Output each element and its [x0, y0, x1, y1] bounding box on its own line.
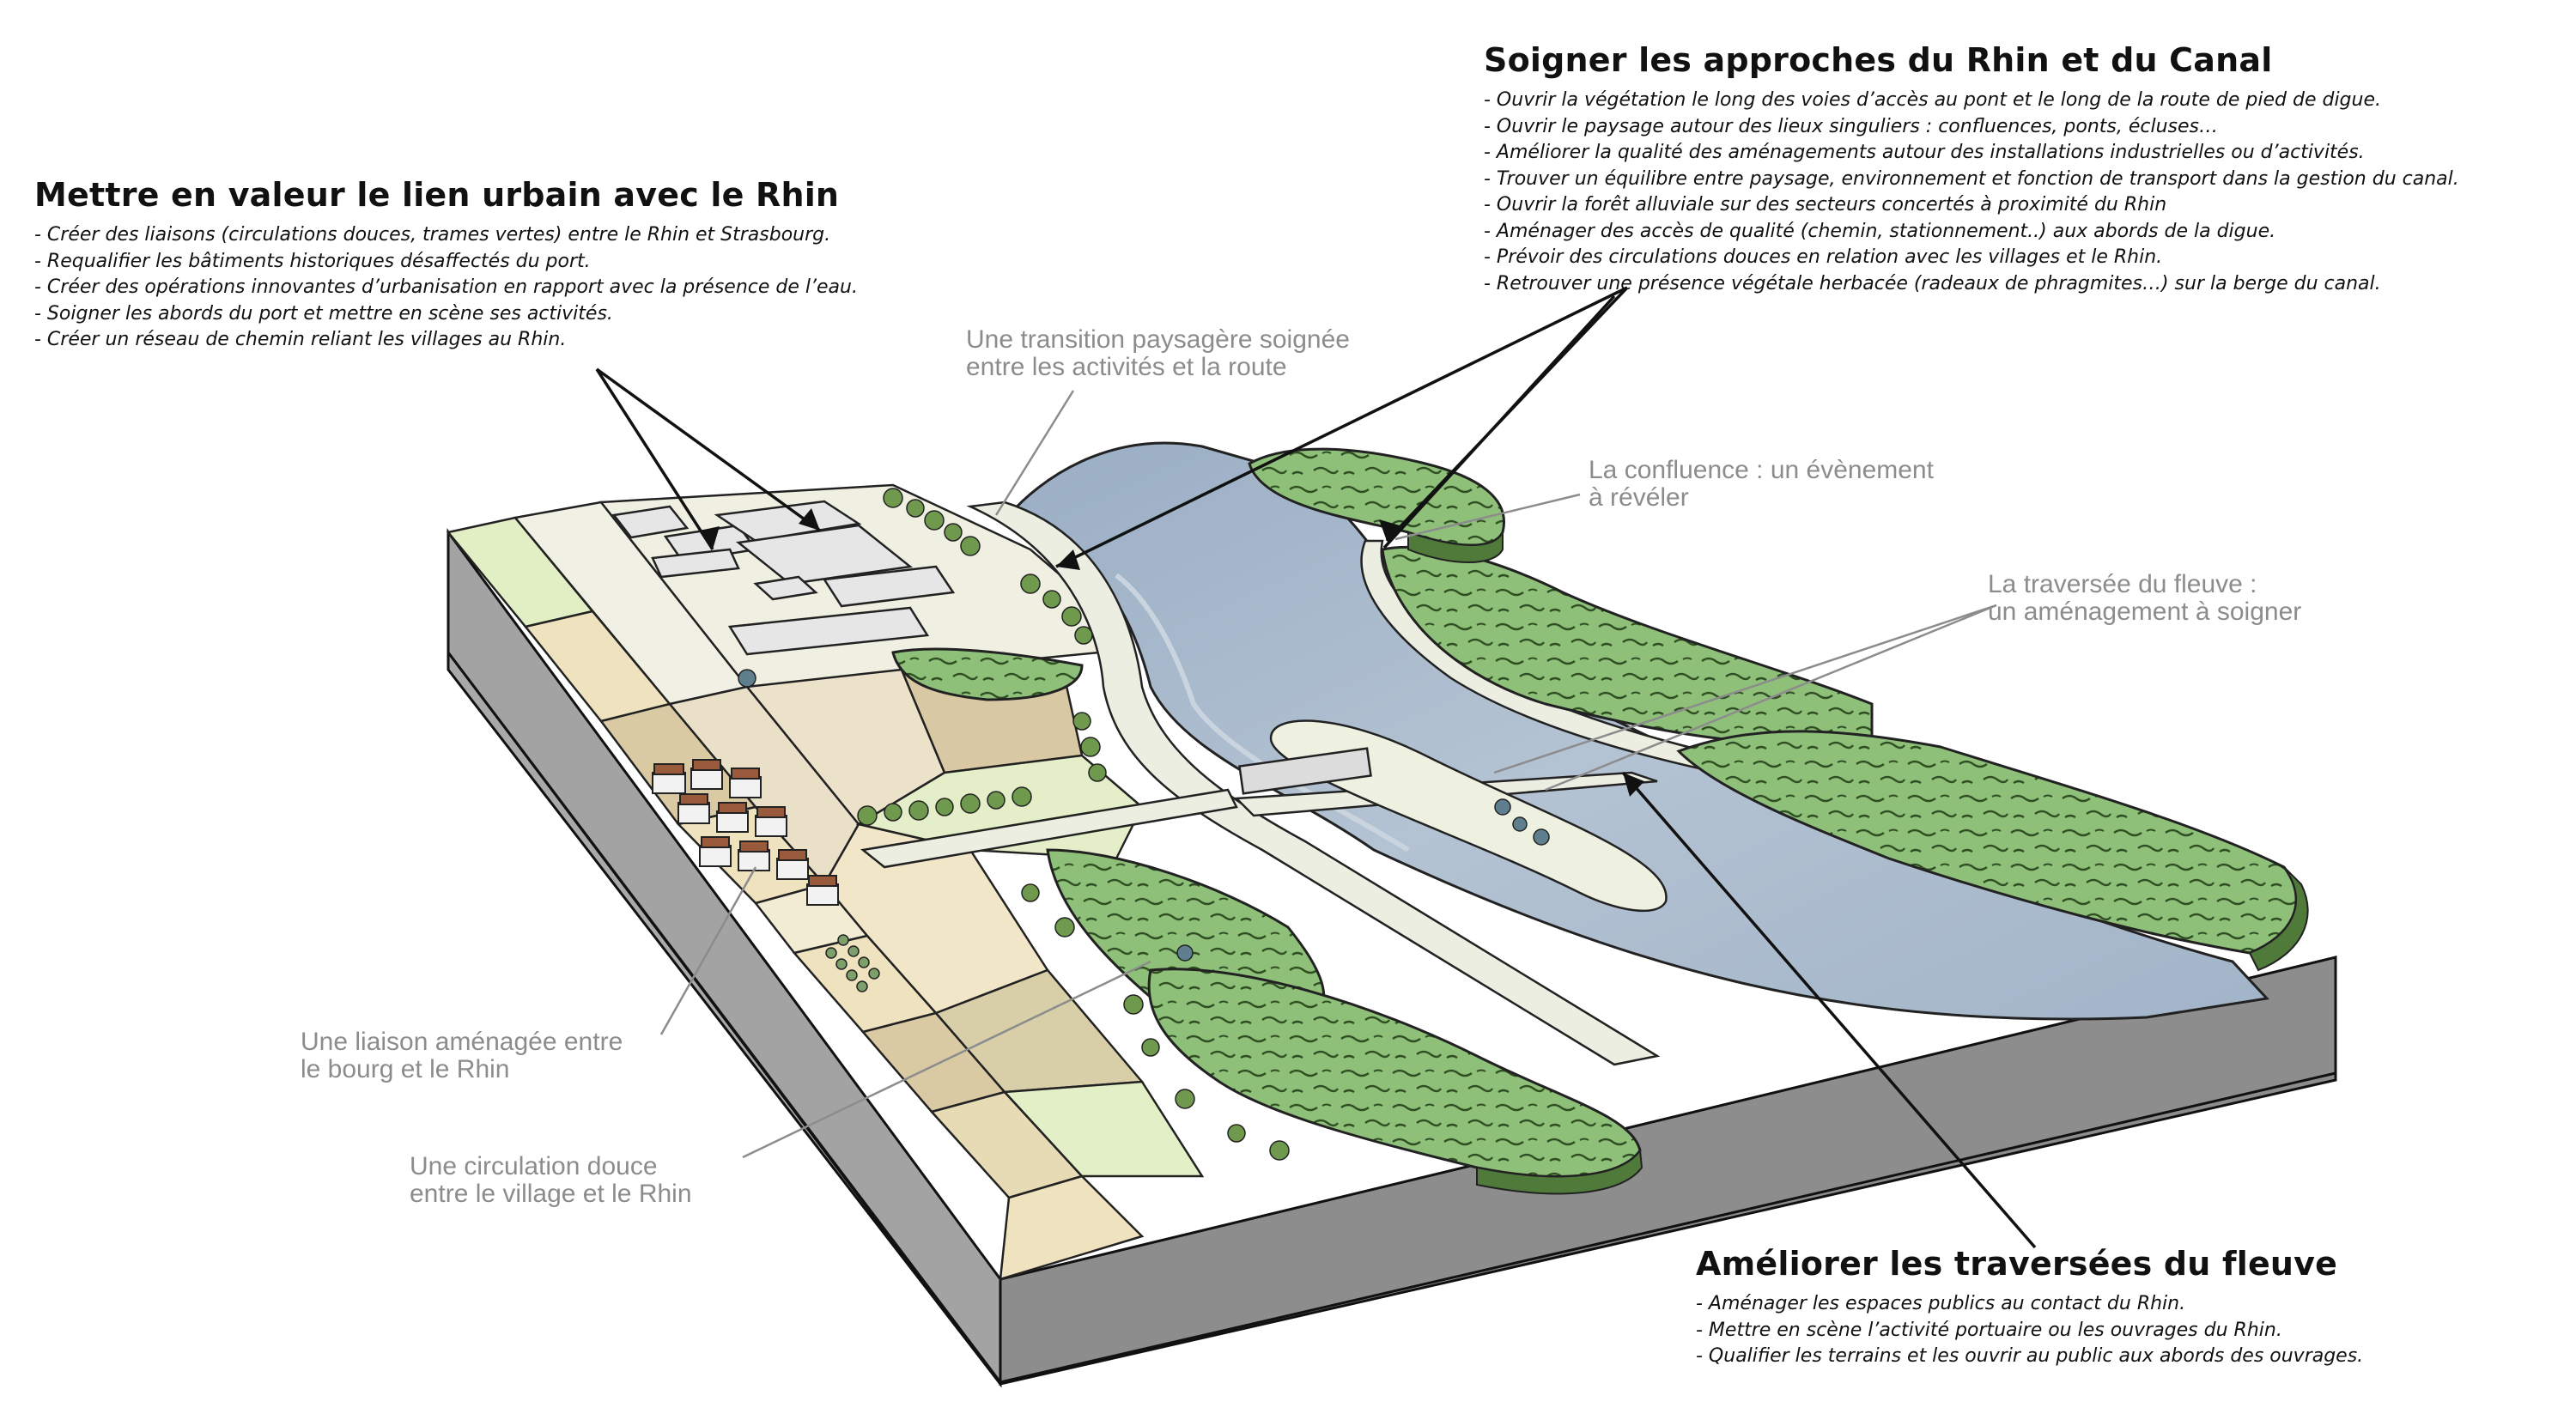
title-approches: Soigner les approches du Rhin et du Cana…	[1484, 41, 2273, 79]
note-line: un aménagement à soigner	[1988, 598, 2302, 626]
list-item: - Créer des opérations innovantes d’urba…	[34, 276, 858, 298]
leader-lines-grey	[659, 390, 1997, 1159]
list-item: - Améliorer la qualité des aménagements …	[1484, 142, 2365, 163]
forest-edges	[1407, 531, 2309, 1195]
note-line: Une transition paysagère soignée	[966, 325, 1350, 354]
orchard	[825, 934, 880, 992]
list-item: - Ouvrir la végétation le long des voies…	[1484, 89, 2381, 111]
list-lien-urbain: - Créer des liaisons (circulations douce…	[34, 222, 858, 354]
note-circulation: Une circulation douce entre le village e…	[410, 1153, 692, 1208]
note-line: à révéler	[1589, 483, 1689, 512]
list-item: - Aménager des accès de qualité (chemin,…	[1484, 220, 2276, 242]
note-liaison: Une liaison aménagée entre le bourg et l…	[301, 1029, 623, 1083]
block-approches: Soigner les approches du Rhin et du Cana…	[1484, 41, 2459, 297]
tree-rows	[738, 488, 1550, 1161]
title-lien-urbain: Mettre en valeur le lien urbain avec le …	[34, 176, 840, 214]
note-line: La traversée du fleuve :	[1988, 570, 2257, 598]
note-transition: Une transition paysagère soignée entre l…	[966, 326, 1350, 381]
village	[652, 759, 839, 906]
list-item: - Mettre en scène l’activité portuaire o…	[1696, 1319, 2282, 1341]
list-item: - Prévoir des circulations douces en rel…	[1484, 246, 2163, 268]
list-item: - Qualifier les terrains et les ouvrir a…	[1696, 1345, 2364, 1367]
note-line: Une liaison aménagée entre	[301, 1028, 623, 1056]
list-item: - Trouver un équilibre entre paysage, en…	[1484, 167, 2459, 190]
list-traversees: - Aménager les espaces publics au contac…	[1696, 1291, 2363, 1370]
list-item: - Créer un réseau de chemin reliant les …	[34, 329, 567, 350]
list-item: - Requalifier les bâtiments historiques …	[34, 250, 591, 272]
list-item: - Ouvrir la forêt alluviale sur des sect…	[1484, 194, 2167, 215]
list-item: - Aménager les espaces publics au contac…	[1696, 1293, 2186, 1314]
list-item: - Créer des liaisons (circulations douce…	[34, 224, 831, 246]
arrowheads	[700, 508, 1644, 797]
list-item: - Soigner les abords du port et mettre e…	[34, 302, 613, 325]
island	[1238, 719, 1668, 913]
note-confluence: La confluence : un évènement à révéler	[1589, 457, 1934, 512]
terrain-sides	[447, 527, 2337, 1388]
block-lien-urbain: Mettre en valeur le lien urbain avec le …	[34, 176, 858, 354]
list-item: - Ouvrir le paysage autour des lieux sin…	[1484, 115, 2219, 137]
note-traversee: La traversée du fleuve : un aménagement …	[1988, 571, 2301, 626]
note-line: La confluence : un évènement	[1589, 456, 1934, 484]
note-line: entre les activités et la route	[966, 353, 1287, 381]
block-traversees: Améliorer les traversées du fleuve - Amé…	[1696, 1245, 2363, 1370]
title-traversees: Améliorer les traversées du fleuve	[1696, 1245, 2338, 1283]
note-line: Une circulation douce	[410, 1152, 658, 1180]
leader-lines-black	[595, 286, 2037, 1249]
forests	[891, 447, 2298, 1178]
note-line: entre le village et le Rhin	[410, 1180, 692, 1208]
note-line: le bourg et le Rhin	[301, 1055, 510, 1083]
list-item: - Retrouver une présence végétale herbac…	[1484, 272, 2381, 294]
list-approches: - Ouvrir la végétation le long des voies…	[1484, 88, 2459, 297]
